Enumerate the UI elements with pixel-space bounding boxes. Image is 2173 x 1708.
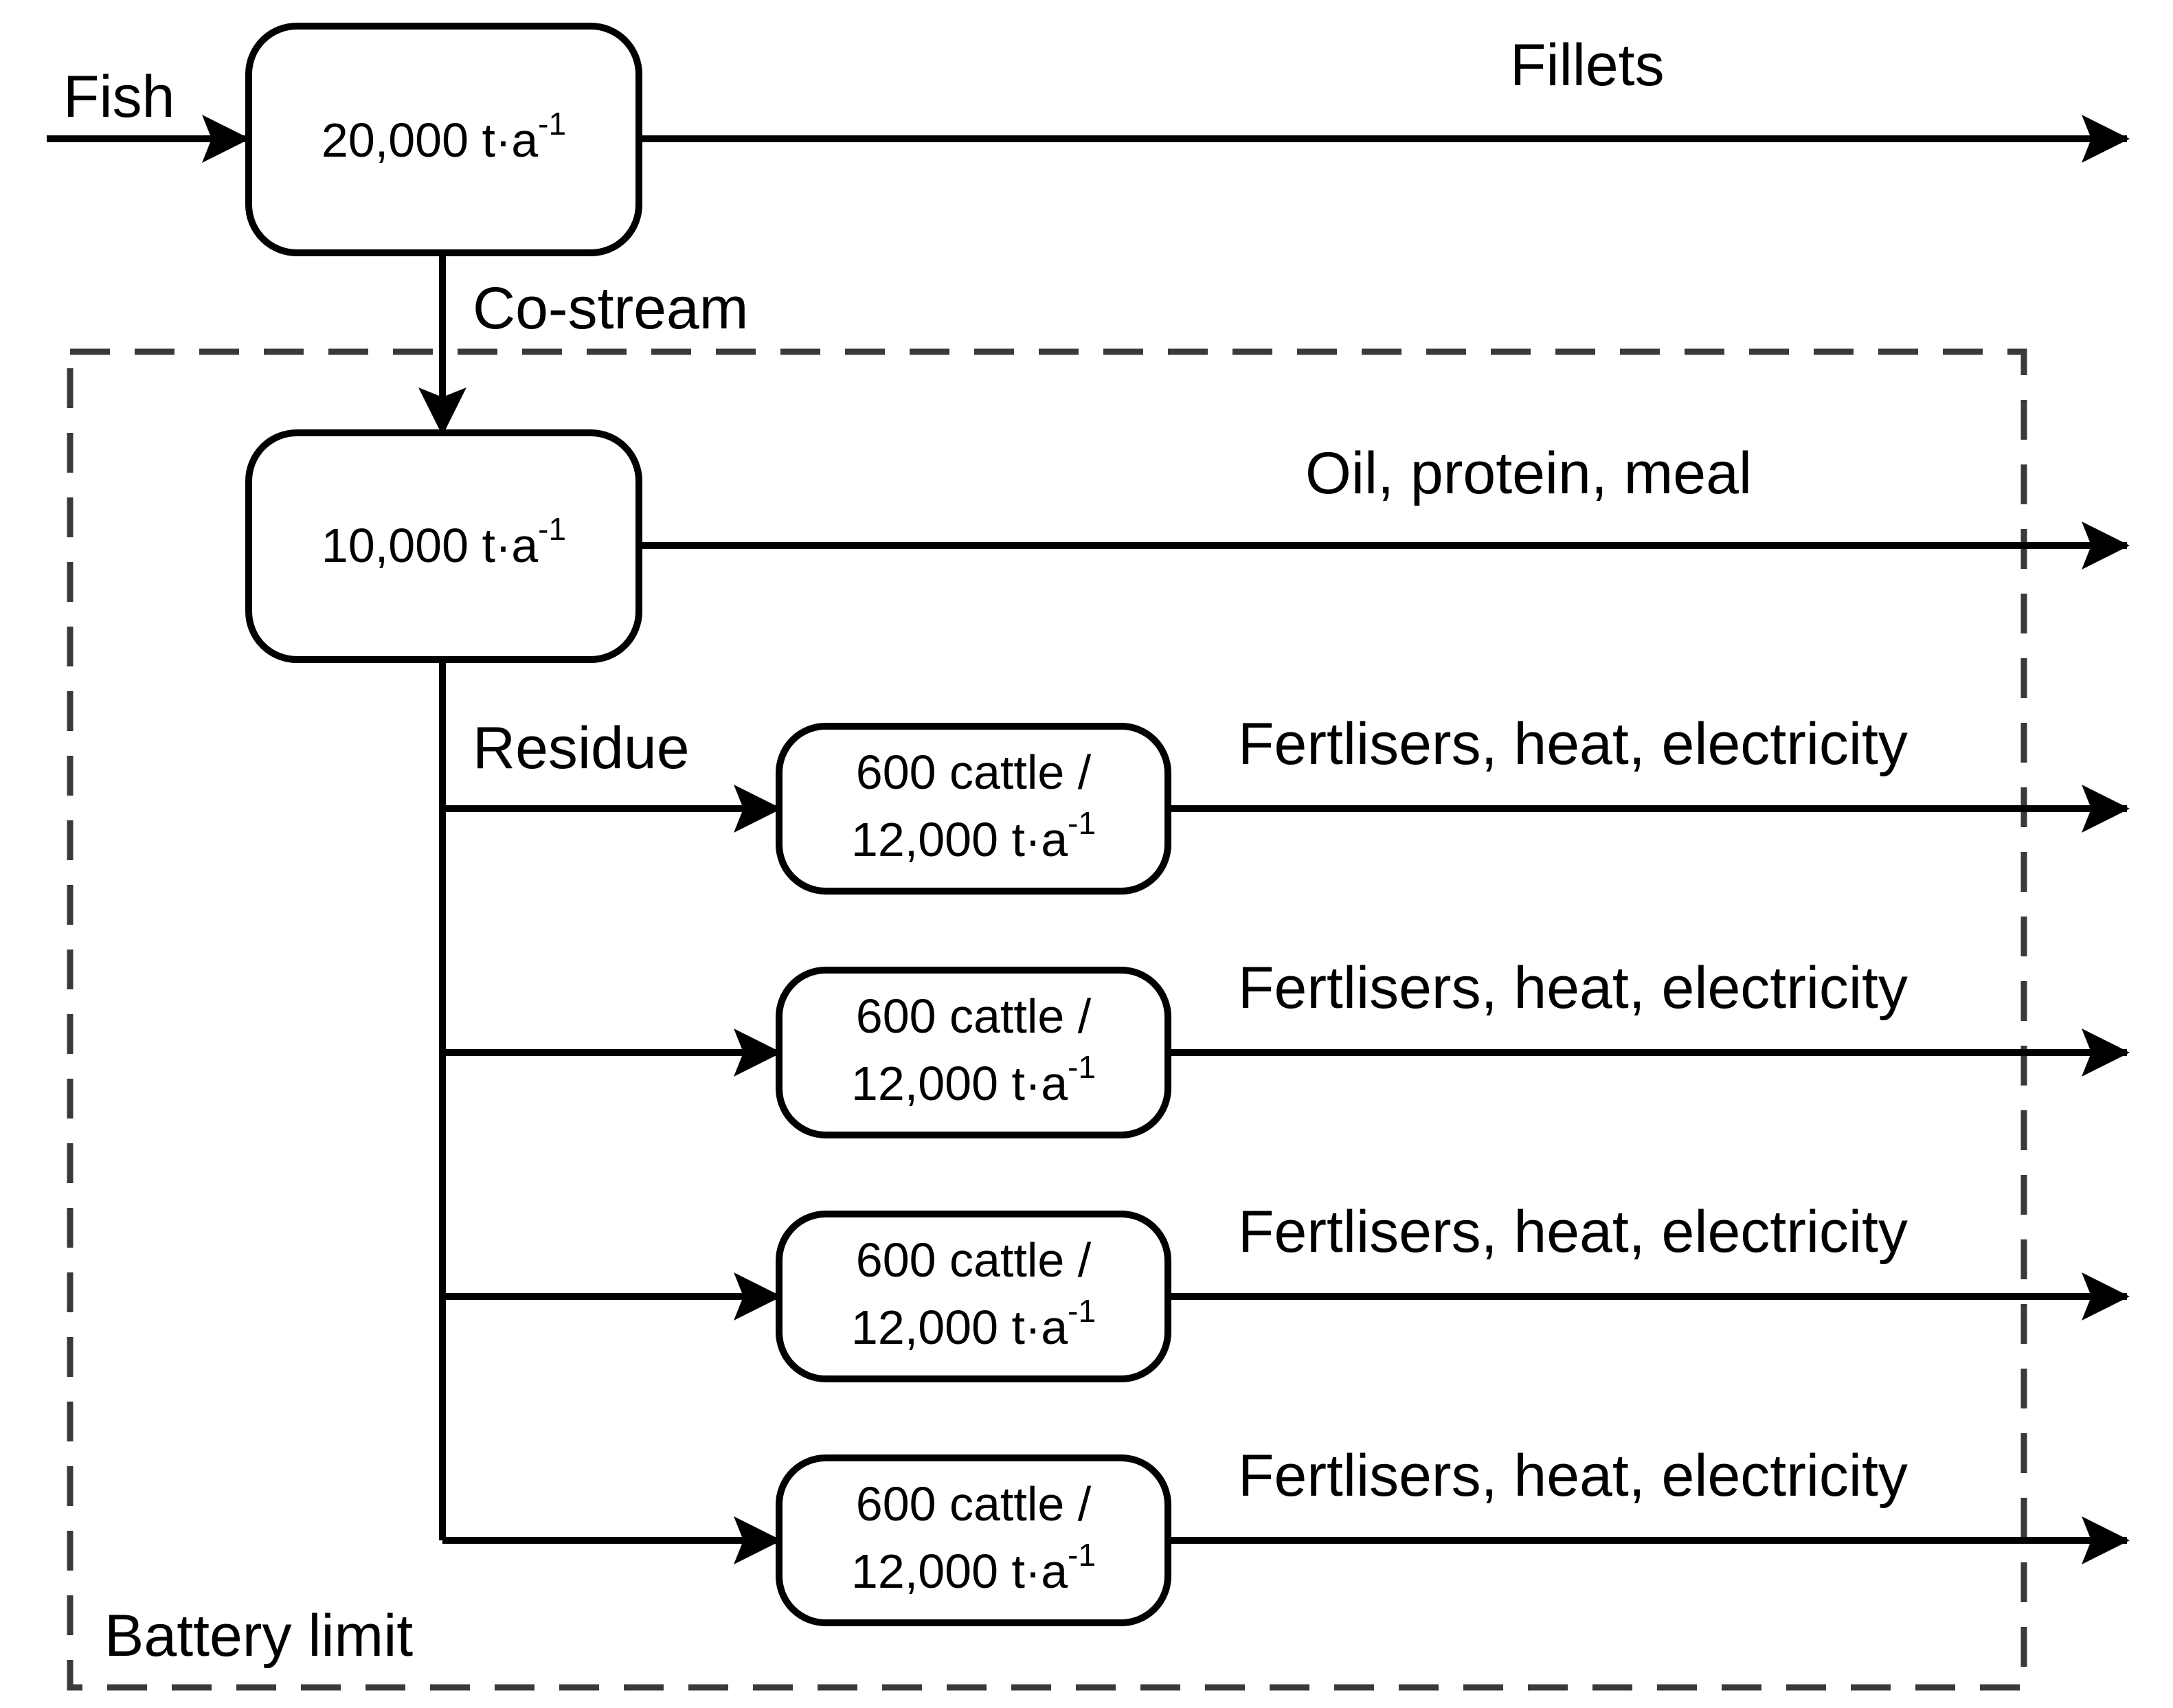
filleting-stage-exponent: -1 <box>538 106 566 142</box>
digester-1-exponent: -1 <box>1068 805 1096 841</box>
digester-box-2 <box>776 967 1171 1138</box>
digester-box-4 <box>776 1454 1171 1626</box>
digester-3-line2-text: 12,000 t·a <box>851 1301 1068 1354</box>
co-stream-label: Co-stream <box>473 276 748 341</box>
digester-4-line2-text: 12,000 t·a <box>851 1544 1068 1598</box>
fillets-output-label: Fillets <box>1510 32 1665 98</box>
digester-1-line2: 12,000 t·a-1 <box>851 805 1096 866</box>
digester-box-1 <box>776 723 1171 895</box>
digester-4-line2: 12,000 t·a-1 <box>851 1537 1096 1598</box>
co-stream-processing-exponent: -1 <box>538 511 566 547</box>
digester-3-line1: 600 cattle / <box>856 1233 1092 1287</box>
digester-1-line1: 600 cattle / <box>856 745 1092 799</box>
digester-3-line2: 12,000 t·a-1 <box>851 1293 1096 1354</box>
digester-2-line2-text: 12,000 t·a <box>851 1057 1068 1110</box>
fish-input-label: Fish <box>63 64 174 130</box>
filleting-stage-value: 20,000 t·a-1 <box>322 106 566 167</box>
digester-box-3 <box>776 1211 1171 1382</box>
digester-3-exponent: -1 <box>1068 1293 1096 1329</box>
digester-2-line2: 12,000 t·a-1 <box>851 1049 1096 1110</box>
digester-2-exponent: -1 <box>1068 1049 1096 1085</box>
battery-limit-label: Battery limit <box>104 1603 413 1669</box>
digester-1-output-label: Fertlisers, heat, electricity <box>1238 711 1908 777</box>
digester-1-line2-text: 12,000 t·a <box>851 813 1068 866</box>
filleting-stage-box <box>245 23 642 256</box>
co-stream-processing-box <box>245 429 642 663</box>
digester-4-output-label: Fertlisers, heat, electricity <box>1238 1443 1908 1509</box>
filleting-stage-value-text: 20,000 t·a <box>322 113 538 167</box>
digester-2-output-label: Fertlisers, heat, electricity <box>1238 955 1908 1021</box>
digester-4-exponent: -1 <box>1068 1537 1096 1573</box>
digester-4-line1: 600 cattle / <box>856 1477 1092 1531</box>
battery-limit-boundary <box>67 348 2027 1691</box>
co-stream-processing-value: 10,000 t·a-1 <box>322 511 566 572</box>
residue-label: Residue <box>473 715 690 781</box>
co-stream-processing-value-text: 10,000 t·a <box>322 519 538 572</box>
oil-protein-meal-label: Oil, protein, meal <box>1305 440 1752 506</box>
digester-3-output-label: Fertlisers, heat, electricity <box>1238 1199 1908 1265</box>
digester-2-line1: 600 cattle / <box>856 989 1092 1043</box>
